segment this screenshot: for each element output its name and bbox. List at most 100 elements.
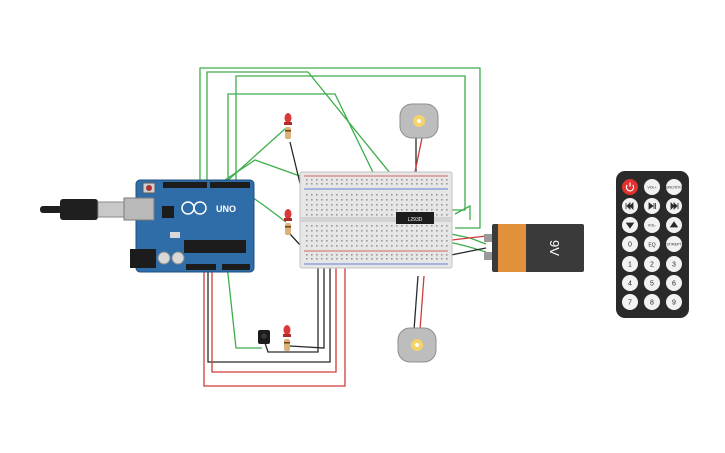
led-3[interactable] (283, 325, 291, 351)
usb-port (123, 197, 155, 221)
motor-top[interactable] (399, 103, 439, 139)
breadboard-hole (361, 179, 363, 181)
breadboard[interactable] (299, 171, 453, 269)
breadboard-hole (411, 235, 413, 237)
breadboard-hole (416, 225, 418, 227)
breadboard-hole (426, 235, 428, 237)
breadboard-hole (341, 240, 343, 242)
wire-green-loop-2[interactable] (206, 71, 421, 211)
arduino-label: UNO (216, 204, 236, 214)
motor-bottom[interactable] (397, 327, 437, 363)
l293d-driver[interactable]: L293D (396, 212, 434, 224)
wire-black-led3[interactable] (289, 258, 325, 349)
arduino-uno[interactable]: UNO (123, 179, 255, 273)
remote-button-power[interactable] (622, 179, 638, 195)
remote-button-key-8[interactable]: 8 (644, 294, 660, 310)
led-2-dome (284, 209, 292, 219)
breadboard-hole (391, 254, 393, 256)
wire-green-loop-4[interactable] (227, 93, 401, 229)
wire-black-ir[interactable] (263, 262, 319, 353)
wire-green-right-3[interactable] (454, 204, 471, 220)
wire-red-motor-bottom[interactable] (419, 275, 425, 331)
remote-button-key-eq[interactable]: EQ (644, 236, 660, 252)
remote-button-play-pause[interactable] (644, 198, 660, 214)
remote-button-key-9[interactable]: 9 (666, 294, 682, 310)
digital-header-1[interactable] (163, 182, 207, 188)
remote-button-skip-forward[interactable] (666, 198, 682, 214)
led-1[interactable] (284, 113, 292, 139)
remote-button-arrow-up[interactable] (666, 217, 682, 233)
breadboard-hole (336, 254, 338, 256)
remote-button-key-4[interactable]: 4 (622, 275, 638, 291)
remote-button-key-2[interactable]: 2 (644, 256, 660, 272)
digital-header-2[interactable] (210, 182, 250, 188)
breadboard-hole (391, 179, 393, 181)
breadboard-hole (446, 204, 448, 206)
breadboard-hole (441, 235, 443, 237)
breadboard-hole (416, 179, 418, 181)
remote-button-face (666, 179, 682, 195)
analog-header[interactable] (222, 264, 250, 270)
wire-black-motor-bottom[interactable] (413, 275, 419, 331)
driver-chip-body (396, 212, 434, 224)
breadboard-hole (306, 225, 308, 227)
ir-receiver[interactable] (258, 330, 270, 344)
resistor-2[interactable] (285, 223, 291, 235)
breadboard-hole (356, 240, 358, 242)
breadboard-hole (416, 199, 418, 201)
resistor-1[interactable] (285, 127, 291, 139)
breadboard-hole (361, 235, 363, 237)
breadboard-hole (346, 225, 348, 227)
remote-button-face (644, 275, 660, 291)
remote-button-skip-back[interactable] (622, 198, 638, 214)
breadboard-hole (356, 214, 358, 216)
breadboard-hole (446, 199, 448, 201)
battery-9v[interactable]: 9V (484, 224, 584, 272)
remote-button-label: 6 (672, 281, 676, 288)
breadboard-hole (316, 254, 318, 256)
wire-green-loop-3[interactable] (235, 75, 466, 211)
breadboard-hole (331, 199, 333, 201)
remote-button-key-1[interactable]: 1 (622, 256, 638, 272)
breadboard-hole (381, 254, 383, 256)
breadboard-hole (441, 240, 443, 242)
breadboard-hole (371, 258, 373, 260)
breadboard-hole (391, 240, 393, 242)
remote-button-key-func-stop[interactable]: FUNC/STOP (664, 179, 685, 195)
breadboard-hole (401, 258, 403, 260)
remote-button-arrow-down[interactable] (622, 217, 638, 233)
wire-red-power[interactable] (203, 260, 346, 387)
breadboard-hole (406, 235, 408, 237)
remote-button-label: 2 (650, 262, 654, 269)
breadboard-hole (326, 240, 328, 242)
breadboard-hole (326, 209, 328, 211)
breadboard-hole (331, 245, 333, 247)
wire-black-gnd[interactable] (207, 258, 331, 363)
resistor-3[interactable] (284, 339, 290, 351)
wire-green-top-loop[interactable] (199, 67, 481, 229)
breadboard-hole (336, 209, 338, 211)
breadboard-hole (431, 230, 433, 232)
breadboard-hole (386, 258, 388, 260)
led-2[interactable] (284, 209, 292, 235)
remote-button-face (644, 256, 660, 272)
usb-cable[interactable] (40, 199, 125, 220)
remote-button-key-3[interactable]: 3 (666, 256, 682, 272)
remote-button-key-6[interactable]: 6 (666, 275, 682, 291)
breadboard-hole (366, 240, 368, 242)
remote-button-key-5[interactable]: 5 (644, 275, 660, 291)
remote-button-key-0[interactable]: 0 (622, 236, 638, 252)
breadboard-hole (361, 194, 363, 196)
remote-button-key-vol-[interactable]: VOL- (644, 217, 660, 233)
remote-button-key-st-rept[interactable]: ST/REPT (666, 236, 682, 252)
wire-red-battery[interactable] (451, 235, 487, 241)
breadboard-hole (436, 225, 438, 227)
remote-button-label: ST/REPT (666, 243, 682, 247)
wire-red-power-2[interactable] (211, 260, 337, 373)
breadboard-hole (381, 245, 383, 247)
remote-button-key-vol-[interactable]: VOL+ (644, 179, 660, 195)
power-header[interactable] (186, 264, 216, 270)
remote-button-key-7[interactable]: 7 (622, 294, 638, 310)
breadboard-hole (426, 240, 428, 242)
